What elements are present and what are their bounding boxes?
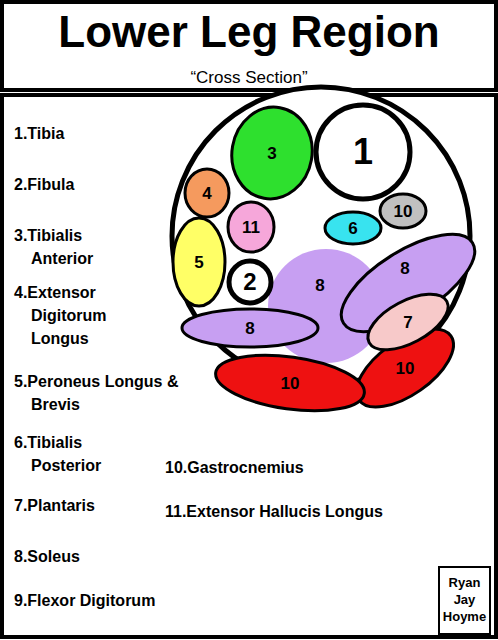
title-text: Lower Leg Region xyxy=(0,10,498,54)
shape-fill xyxy=(182,309,318,347)
muscle-ellipse: 10 xyxy=(377,185,429,237)
key-item: 1.Tibia xyxy=(14,122,164,145)
key-item: 7.Plantaris xyxy=(14,494,164,517)
key-item: 5.Peroneus Longus & Brevis xyxy=(14,370,179,416)
shape-fill xyxy=(344,314,467,422)
shape-fill xyxy=(325,212,381,244)
muscle-ellipse: 6 xyxy=(322,197,384,259)
key-item: 3.Tibialis Anterior xyxy=(14,224,139,270)
shape-fill xyxy=(229,261,271,303)
shape-fill xyxy=(327,216,490,351)
callout-number: 2 xyxy=(243,270,256,294)
shape-fill xyxy=(185,169,229,217)
shape-fill xyxy=(228,202,274,252)
callout-number: 10 xyxy=(396,360,415,377)
callout-number: 8 xyxy=(245,320,254,337)
shape-fill xyxy=(212,347,368,419)
muscle-ellipse: 10 xyxy=(212,305,368,461)
key-item: 4.Extensor Digitorum Longus xyxy=(14,281,139,350)
shape-fill xyxy=(316,105,410,199)
shape-fill xyxy=(380,194,426,228)
muscle-ellipse: 3 xyxy=(223,104,321,202)
callout-number: 10 xyxy=(281,375,300,392)
callout-number: 11 xyxy=(242,219,260,236)
callout-number: 8 xyxy=(315,277,324,294)
callout-number: 1 xyxy=(353,134,373,170)
credit-text: Ryan Jay Hoyme xyxy=(442,575,487,626)
callout-number: 6 xyxy=(348,220,357,237)
key-item: 2.Fibula xyxy=(14,173,164,196)
key-item: 11.Extensor Hallucis Longus xyxy=(165,500,455,523)
callout-number: 7 xyxy=(403,314,412,331)
bone-circle: 1 xyxy=(311,100,415,204)
shape-fill xyxy=(225,101,320,205)
muscle-ellipse: 4 xyxy=(180,166,234,220)
bone-circle: 2 xyxy=(224,256,276,308)
key-item: 8.Soleus xyxy=(14,545,164,568)
callout-number: 5 xyxy=(194,254,203,271)
key-item: 6.Tibialis Posterior xyxy=(14,431,139,477)
key-item: 9.Flexor Digitorum xyxy=(14,589,234,612)
callout-number: 8 xyxy=(400,260,409,277)
subtitle-text: “Cross Section” xyxy=(0,66,498,90)
callout-number: 4 xyxy=(202,185,211,202)
callout-number: 10 xyxy=(394,203,413,220)
credit-box: Ryan Jay Hoyme xyxy=(438,566,491,635)
muscle-ellipse: 7 xyxy=(361,275,455,369)
shape-fill xyxy=(173,218,225,306)
muscle-ellipse: 11 xyxy=(223,199,279,255)
callout-number: 3 xyxy=(267,145,276,162)
key-item: 10.Gastrocnemius xyxy=(165,456,425,479)
